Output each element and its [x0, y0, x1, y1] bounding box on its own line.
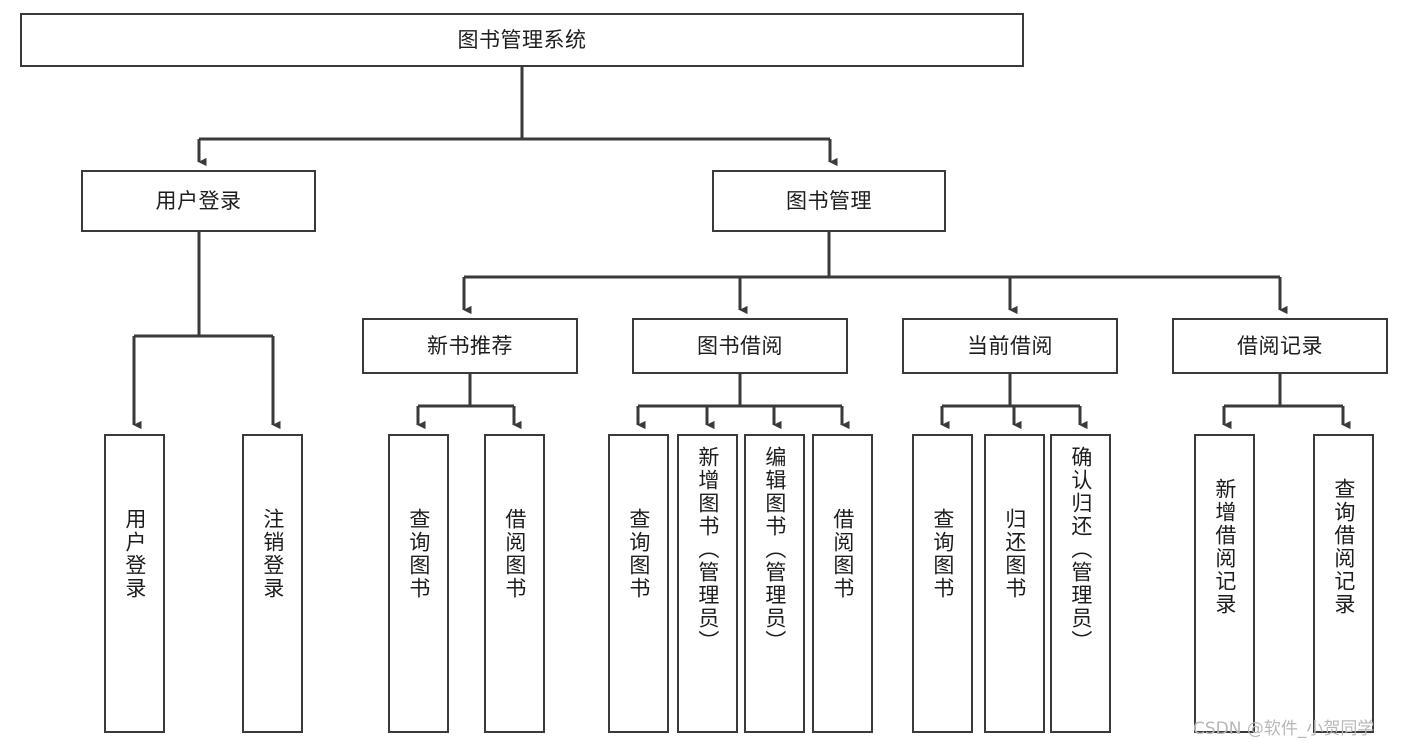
watermark: CSDN @软件_小贺同学: [1193, 719, 1375, 739]
leaf-confirm-return-label: 确认归还（管理员）: [1068, 446, 1093, 653]
leaf-user-login[interactable]: 用户登录: [104, 434, 165, 733]
node-book-manage-label: 图书管理: [786, 188, 872, 213]
leaf-query-book-current[interactable]: 查询图书: [912, 434, 973, 733]
leaf-edit-book[interactable]: 编辑图书（管理员）: [744, 434, 805, 733]
leaf-add-record[interactable]: 新增借阅记录: [1194, 434, 1255, 733]
leaf-borrow-book-new[interactable]: 借阅图书: [484, 434, 545, 733]
node-user-login-label: 用户登录: [155, 188, 242, 213]
leaf-query-book-new-label: 查询图书: [406, 508, 431, 600]
leaf-edit-book-label: 编辑图书（管理员）: [762, 446, 787, 653]
leaf-query-record[interactable]: 查询借阅记录: [1313, 434, 1374, 733]
leaf-borrow-book-new-label: 借阅图书: [502, 508, 527, 600]
node-book-borrow-label: 图书借阅: [697, 333, 783, 358]
node-current-borrow[interactable]: 当前借阅: [902, 318, 1118, 374]
node-book-borrow[interactable]: 图书借阅: [632, 318, 848, 374]
leaf-logout-label: 注销登录: [260, 508, 285, 600]
leaf-add-book[interactable]: 新增图书（管理员）: [677, 434, 738, 733]
node-root[interactable]: 图书管理系统: [20, 13, 1024, 67]
leaf-query-book-borrow[interactable]: 查询图书: [608, 434, 669, 733]
leaf-confirm-return[interactable]: 确认归还（管理员）: [1050, 434, 1111, 733]
node-new-book-rec-label: 新书推荐: [427, 333, 513, 358]
node-root-label: 图书管理系统: [457, 27, 587, 52]
node-new-book-rec[interactable]: 新书推荐: [362, 318, 578, 374]
leaf-borrow-book[interactable]: 借阅图书: [812, 434, 873, 733]
leaf-query-book-new[interactable]: 查询图书: [388, 434, 449, 733]
leaf-borrow-book-label: 借阅图书: [830, 508, 855, 600]
leaf-add-book-label: 新增图书（管理员）: [695, 446, 720, 653]
leaf-return-book-label: 归还图书: [1002, 508, 1027, 600]
node-borrow-record[interactable]: 借阅记录: [1172, 318, 1388, 374]
leaf-add-record-label: 新增借阅记录: [1212, 478, 1237, 616]
node-borrow-record-label: 借阅记录: [1237, 333, 1323, 358]
leaf-query-book-borrow-label: 查询图书: [626, 508, 651, 600]
node-user-login[interactable]: 用户登录: [81, 170, 316, 232]
leaf-logout[interactable]: 注销登录: [242, 434, 303, 733]
leaf-query-book-current-label: 查询图书: [930, 508, 955, 600]
leaf-return-book[interactable]: 归还图书: [984, 434, 1045, 733]
leaf-query-record-label: 查询借阅记录: [1331, 478, 1356, 616]
node-current-borrow-label: 当前借阅: [967, 333, 1053, 358]
node-book-manage[interactable]: 图书管理: [712, 170, 946, 232]
leaf-user-login-label: 用户登录: [122, 508, 147, 600]
